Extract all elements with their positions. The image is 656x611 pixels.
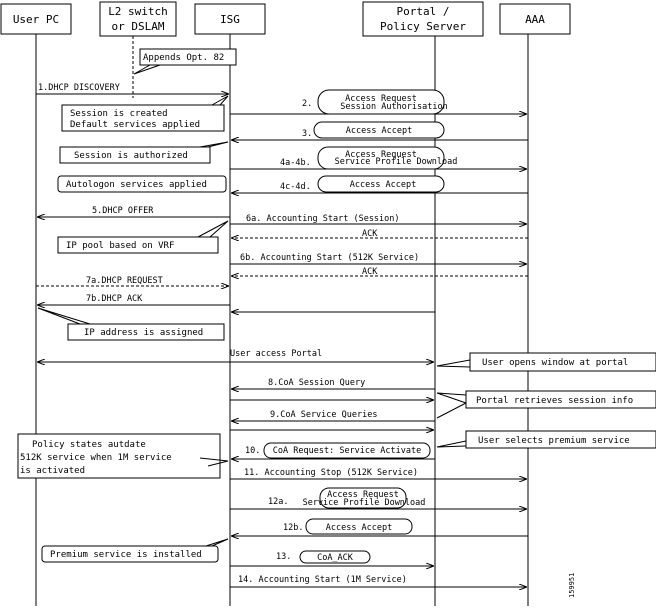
note-opens-portal xyxy=(469,352,656,372)
note-session-created-line2: Default services applied xyxy=(70,120,200,130)
message-label-12a-line2: Service Profile Download xyxy=(303,498,426,508)
note-policy-line1: Policy states autdate xyxy=(32,440,146,450)
participant-label-l2-line1: L2 switch xyxy=(108,5,168,18)
note-premium-installed xyxy=(41,545,219,563)
note-autologon-text: Autologon services applied xyxy=(66,180,207,190)
note-ip-pool xyxy=(57,236,219,254)
message-label-11: 11. Accounting Stop (512K Service) xyxy=(244,468,418,478)
message-number-4c: 4c-4d. xyxy=(280,182,311,192)
participant-box-portal xyxy=(362,1,484,37)
message-bubble-13 xyxy=(299,550,371,564)
message-number-12a: 12a. xyxy=(268,497,288,507)
note-pointer xyxy=(197,220,229,238)
message-bubble-10 xyxy=(263,442,431,459)
note-pointer xyxy=(199,457,229,467)
message-label-portal: User access Portal xyxy=(230,349,322,359)
note-retrieves-session xyxy=(465,390,656,409)
note-autologon xyxy=(57,175,227,193)
note-session-created-line1: Session is created xyxy=(70,109,168,119)
participant-label-aaa: AAA xyxy=(525,13,545,26)
message-bubble-12a xyxy=(319,487,407,509)
note-pointer xyxy=(199,141,229,148)
message-label-5: 5.DHCP OFFER xyxy=(92,206,154,216)
message-label-6a: 6a. Accounting Start (Session) xyxy=(246,214,400,224)
note-pointer-2 xyxy=(436,402,467,419)
message-label-9: 9.CoA Service Queries xyxy=(270,410,377,420)
participant-label-portal-line2: Policy Server xyxy=(380,20,466,33)
message-label-7a: 7a.DHCP REQUEST xyxy=(86,276,163,286)
message-label-1: 1.DHCP DISCOVERY xyxy=(38,83,120,93)
message-label-4c: Access Accept xyxy=(350,180,417,190)
participant-label-l2-line2: or DSLAM xyxy=(112,20,165,33)
note-pointer xyxy=(436,359,471,368)
note-pointer xyxy=(133,64,161,75)
note-retrieves-session-text: Portal retrieves session info xyxy=(476,396,633,406)
message-label-6b: 6b. Accounting Start (512K Service) xyxy=(240,253,419,263)
note-session-authorized xyxy=(59,146,211,164)
message-label-ack2: ACK xyxy=(362,267,378,277)
note-pointer xyxy=(205,538,229,547)
message-number-4: 4a-4b. xyxy=(280,158,311,168)
note-pointer xyxy=(211,95,229,106)
participant-label-isg: ISG xyxy=(220,13,240,26)
figure-id: 159951 xyxy=(568,573,576,598)
note-session-authorized-text: Session is authorized xyxy=(74,151,188,161)
message-label-14: 14. Accounting Start (1M Service) xyxy=(238,575,407,585)
note-policy-line3: is activated xyxy=(20,466,85,476)
note-pointer xyxy=(37,307,91,325)
note-pointer xyxy=(436,440,467,448)
note-selects-premium xyxy=(465,430,656,449)
participant-box-user-pc xyxy=(0,3,72,35)
message-label-2b: Session Authorisation xyxy=(340,102,447,112)
message-number-3: 3. xyxy=(302,129,312,139)
message-label-12b: Access Accept xyxy=(326,523,393,533)
message-label-3: Access Accept xyxy=(346,126,413,136)
participant-label-user-pc: User PC xyxy=(13,13,59,26)
message-number-10: 10. xyxy=(245,446,260,456)
message-bubble-4c xyxy=(317,175,445,193)
note-opens-portal-text: User opens window at portal xyxy=(482,358,628,368)
participant-box-l2-switch xyxy=(99,1,177,37)
message-number-12b: 12b. xyxy=(283,523,303,533)
message-label-8: 8.CoA Session Query xyxy=(268,378,365,388)
message-label-4: Access Request xyxy=(345,150,417,160)
message-number-2: 2. xyxy=(302,99,312,109)
note-ip-assigned xyxy=(67,323,225,341)
message-label-2: Access Request xyxy=(345,94,417,104)
participant-label-portal-line1: Portal / xyxy=(397,5,450,18)
note-policy-line2: 512K service when 1M service xyxy=(20,453,172,463)
note-session-created xyxy=(61,104,225,132)
message-label-13: CoA_ACK xyxy=(317,553,354,563)
message-bubble-3 xyxy=(313,121,445,139)
note-pointer xyxy=(436,392,467,404)
note-ip-pool-text: IP pool based on VRF xyxy=(66,241,174,251)
note-premium-installed-text: Premium service is installed xyxy=(50,550,202,560)
note-appends-opt82 xyxy=(139,48,237,66)
note-policy-states xyxy=(17,433,221,479)
message-label-4b: Service Profile Download xyxy=(335,157,458,167)
message-bubble-12b xyxy=(305,518,413,535)
note-ip-assigned-text: IP address is assigned xyxy=(84,328,203,338)
message-label-ack1: ACK xyxy=(362,229,378,239)
message-label-7b: 7b.DHCP ACK xyxy=(86,294,143,304)
note-selects-premium-text: User selects premium service xyxy=(478,436,630,446)
message-label-12a: Access Request xyxy=(327,490,399,500)
participant-box-aaa xyxy=(499,3,571,35)
message-number-13: 13. xyxy=(276,552,291,562)
note-appends-opt82-text: Appends Opt. 82 xyxy=(143,53,224,63)
message-label-10: CoA Request: Service Activate xyxy=(273,446,421,456)
